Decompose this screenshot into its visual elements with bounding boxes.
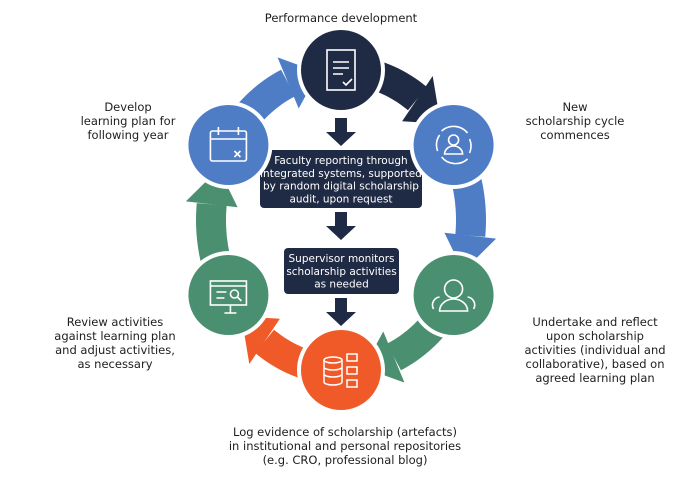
group-icon <box>431 279 476 312</box>
label-top: Performance development <box>265 11 418 25</box>
node-label-line: learning plan for <box>81 114 176 128</box>
node-right-bottom <box>409 251 498 339</box>
cycle-nodes <box>184 26 498 414</box>
arrowhead <box>444 232 497 272</box>
node-label-line: as necessary <box>77 357 152 371</box>
center-box-text: Faculty reporting through <box>274 155 407 167</box>
label-bottom: Log evidence of scholarship (artefacts)i… <box>229 425 461 467</box>
center-box-text: scholarship activities <box>286 266 396 278</box>
node-label-line: in institutional and personal repositori… <box>229 439 461 453</box>
down-arrow <box>326 118 356 146</box>
cycle-arrow-right-top <box>444 175 497 272</box>
node-label-line: Review activities <box>67 315 164 329</box>
node-bottom <box>297 326 385 414</box>
user-cycle-icon <box>435 125 472 165</box>
center-box-text: integrated systems, supported <box>260 168 422 180</box>
node-left-bottom <box>184 251 273 339</box>
node-label-line: against learning plan <box>54 329 175 343</box>
node-top <box>297 26 385 114</box>
arrowhead <box>185 168 238 208</box>
document-check-icon <box>326 49 356 91</box>
center-box-text: as needed <box>314 279 369 291</box>
node-label-line: activities (individual and <box>524 343 665 357</box>
calendar-icon <box>209 127 248 162</box>
monitor-search-icon <box>209 280 248 314</box>
node-label-line: New <box>562 100 587 114</box>
cycle-arrow-left-bottom <box>185 168 238 265</box>
center-box-text: audit, upon request <box>289 193 392 205</box>
node-label-line: commences <box>540 128 610 142</box>
node-label-line: Develop <box>104 100 151 114</box>
node-left-top <box>184 101 273 189</box>
node-label-line: Performance development <box>265 11 418 25</box>
node-label-line: agreed learning plan <box>535 371 654 385</box>
center-box-text: by random digital scholarship <box>263 181 419 193</box>
database-folders-icon <box>323 353 358 388</box>
node-label-line: and adjust activities, <box>55 343 175 357</box>
node-label-line: upon scholarship <box>546 329 644 343</box>
down-arrow <box>326 298 356 326</box>
node-label-line: collaborative), based on <box>526 357 665 371</box>
node-label-line: scholarship cycle <box>526 114 625 128</box>
down-arrow <box>326 212 356 240</box>
node-label-line: (e.g. CRO, professional blog) <box>263 453 428 467</box>
center-box-text: Supervisor monitors <box>289 253 395 265</box>
node-right-top <box>409 101 498 189</box>
node-label-line: following year <box>87 128 168 142</box>
node-label-line: Undertake and reflect <box>532 315 658 329</box>
node-label-line: Log evidence of scholarship (artefacts) <box>233 425 457 439</box>
